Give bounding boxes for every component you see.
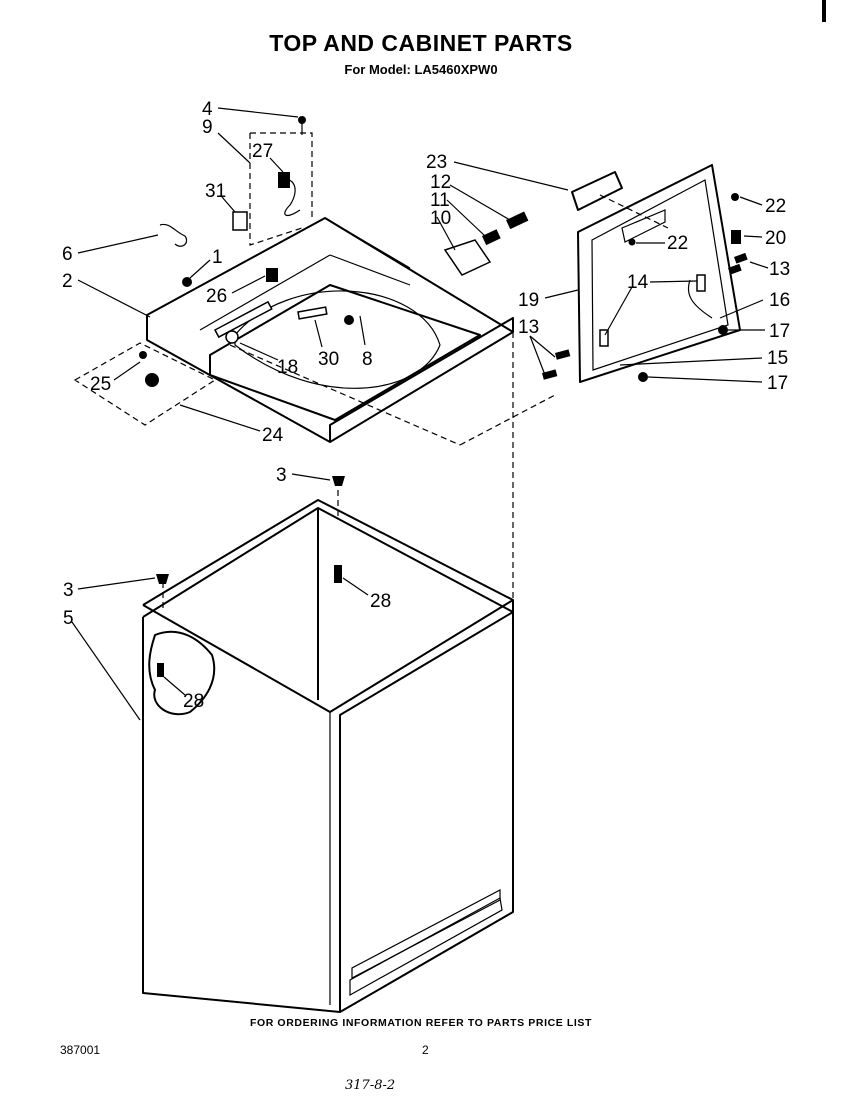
lid-switch-actuator [731, 230, 741, 244]
nut [182, 277, 192, 287]
callout-label: 22 [765, 196, 786, 217]
callout-label: 12 [430, 172, 451, 193]
callout-label: 6 [62, 244, 73, 265]
page-title: TOP AND CABINET PARTS [269, 30, 573, 56]
hinge-bushing [718, 325, 728, 335]
cabinet-clip [156, 574, 169, 584]
callout-labels: 4 9 27 31 6 1 2 26 30 8 18 25 24 10 11 1… [62, 99, 790, 712]
lid-small-parts [542, 193, 748, 382]
screw [555, 349, 571, 360]
callout-label: 2 [62, 271, 73, 292]
lid-bumper [731, 193, 739, 201]
hinge-end [225, 330, 239, 344]
callout-label: 20 [765, 228, 786, 249]
callout-label: 30 [318, 349, 339, 370]
callout-label: 5 [63, 608, 74, 629]
callout-label: 28 [370, 591, 391, 612]
top-assembly [146, 217, 514, 443]
clamp [159, 223, 188, 247]
cabinet-screw [157, 663, 164, 677]
callout-label: 8 [362, 349, 373, 370]
hinge-rod [213, 300, 273, 339]
callout-label: 14 [627, 272, 649, 293]
wire-connector [278, 172, 290, 188]
knob-insert [266, 268, 278, 282]
callout-label: 13 [769, 259, 790, 280]
model-subtitle: For Model: LA5460XPW0 [344, 62, 498, 77]
callout-label: 3 [276, 465, 287, 486]
callout-label: 10 [430, 208, 451, 229]
callout-label: 22 [667, 233, 688, 254]
spring-clip [145, 373, 159, 387]
hinge-bushing [638, 372, 648, 382]
switch-connector [506, 211, 529, 230]
hinge [599, 329, 609, 347]
pin [297, 306, 328, 320]
callout-label: 31 [205, 181, 226, 202]
switch-parts [443, 211, 529, 276]
ordering-note: FOR ORDERING INFORMATION REFER TO PARTS … [249, 1017, 593, 1029]
handwritten-note: 317-8-2 [345, 1078, 396, 1093]
hinge [696, 274, 706, 292]
callout-label: 27 [252, 141, 273, 162]
edge-mark [822, 0, 826, 22]
screw-head [344, 315, 354, 325]
lid-bumper [628, 238, 636, 246]
callout-label: 17 [769, 321, 790, 342]
screw [728, 263, 742, 275]
screw [733, 252, 748, 264]
lid-spring [687, 279, 713, 319]
callout-label: 18 [277, 357, 298, 378]
clip [232, 211, 248, 231]
callout-label: 3 [63, 580, 74, 601]
callout-label: 15 [767, 348, 788, 369]
cabinet-screw [334, 565, 342, 583]
page-number: 2 [422, 1043, 429, 1057]
callout-label: 9 [202, 117, 213, 138]
callout-label: 19 [518, 290, 539, 311]
leader-lines [71, 107, 769, 721]
callout-label: 24 [262, 425, 284, 446]
callout-label: 26 [206, 286, 227, 307]
callout-label: 11 [430, 190, 450, 211]
dashed-guides [73, 132, 669, 610]
callout-label: 25 [90, 374, 111, 395]
callout-label: 16 [769, 290, 790, 311]
cabinet-cutaway [148, 630, 216, 716]
screw-head [139, 351, 147, 359]
screw [542, 369, 558, 380]
callout-label: 28 [183, 691, 204, 712]
lid-switch [482, 229, 501, 246]
cabinet-clip [332, 476, 345, 486]
callout-label: 13 [518, 317, 539, 338]
switch-bracket [443, 239, 492, 276]
callout-label: 1 [212, 247, 223, 268]
callout-label: 23 [426, 152, 447, 173]
callout-label: 4 [202, 99, 213, 120]
callout-label: 17 [767, 373, 788, 394]
lid-assembly [571, 164, 741, 383]
document-number: 387001 [60, 1043, 101, 1057]
cabinet [142, 476, 514, 1013]
